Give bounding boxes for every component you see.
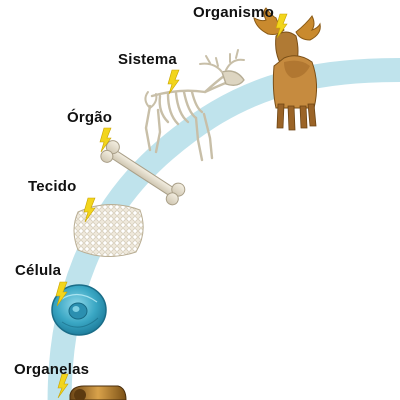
pointer-organismo xyxy=(275,13,288,39)
pointer-orgao xyxy=(99,127,112,153)
pointer-tecido xyxy=(83,197,96,223)
bone-icon xyxy=(100,140,186,206)
tissue-icon xyxy=(73,203,144,257)
skeleton-icon xyxy=(144,49,245,162)
pointer-organelas xyxy=(57,373,69,399)
pointer-celula xyxy=(55,281,68,307)
moose-icon xyxy=(253,7,321,131)
label-celula: Célula xyxy=(15,262,62,279)
pointer-sistema xyxy=(167,69,180,95)
label-orgao: Órgão xyxy=(67,109,113,126)
label-sistema: Sistema xyxy=(118,51,177,68)
organelle-icon xyxy=(69,385,127,400)
label-organismo: Organismo xyxy=(193,4,274,21)
label-tecido: Tecido xyxy=(28,178,77,195)
label-organelas: Organelas xyxy=(14,361,90,378)
cell-icon xyxy=(51,284,107,336)
